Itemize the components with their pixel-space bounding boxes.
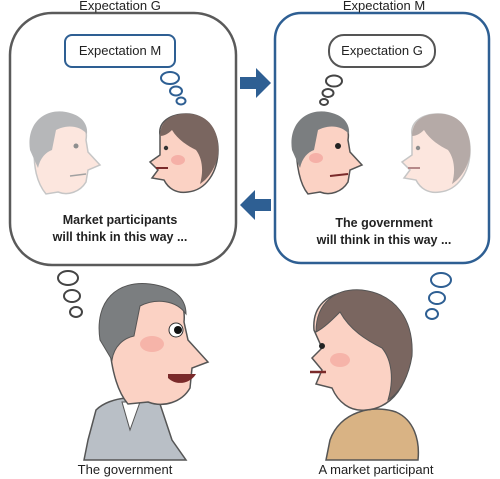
government-thought-bubble-icon — [57, 270, 83, 318]
right-thought-bubble-icon — [319, 74, 343, 106]
government-face-icon — [291, 111, 364, 195]
left-panel-caption: Market participants will think in this w… — [20, 212, 220, 246]
left-panel-top-label: Expectation G — [79, 0, 161, 13]
right-panel-caption-line2: will think in this way ... — [316, 233, 452, 247]
government-label: The government — [77, 462, 173, 477]
left-thought-expectation-label: Expectation M — [64, 34, 176, 68]
market-participant-face-faded-icon — [400, 113, 471, 194]
left-thought-bubble-icon — [160, 71, 187, 106]
right-panel-top-label: Expectation M — [342, 0, 426, 13]
right-panel-caption-line1: The government — [335, 216, 433, 230]
market-participant-label: A market participant — [318, 462, 434, 477]
government-person-icon — [83, 283, 210, 461]
market-participant-face-icon — [148, 113, 219, 194]
arrow-left-icon — [240, 190, 271, 220]
government-face-faded-icon — [29, 111, 102, 195]
right-panel-frame — [273, 11, 491, 265]
right-thought-expectation-label: Expectation G — [328, 34, 436, 68]
market-participant-person-icon — [310, 289, 420, 461]
arrow-right-icon — [240, 68, 271, 98]
left-panel-caption-line1: Market participants — [62, 213, 178, 227]
left-panel-caption-line2: will think in this way ... — [52, 230, 188, 244]
right-panel-caption: The government will think in this way ..… — [284, 215, 484, 249]
participant-thought-bubble-icon — [425, 272, 452, 320]
